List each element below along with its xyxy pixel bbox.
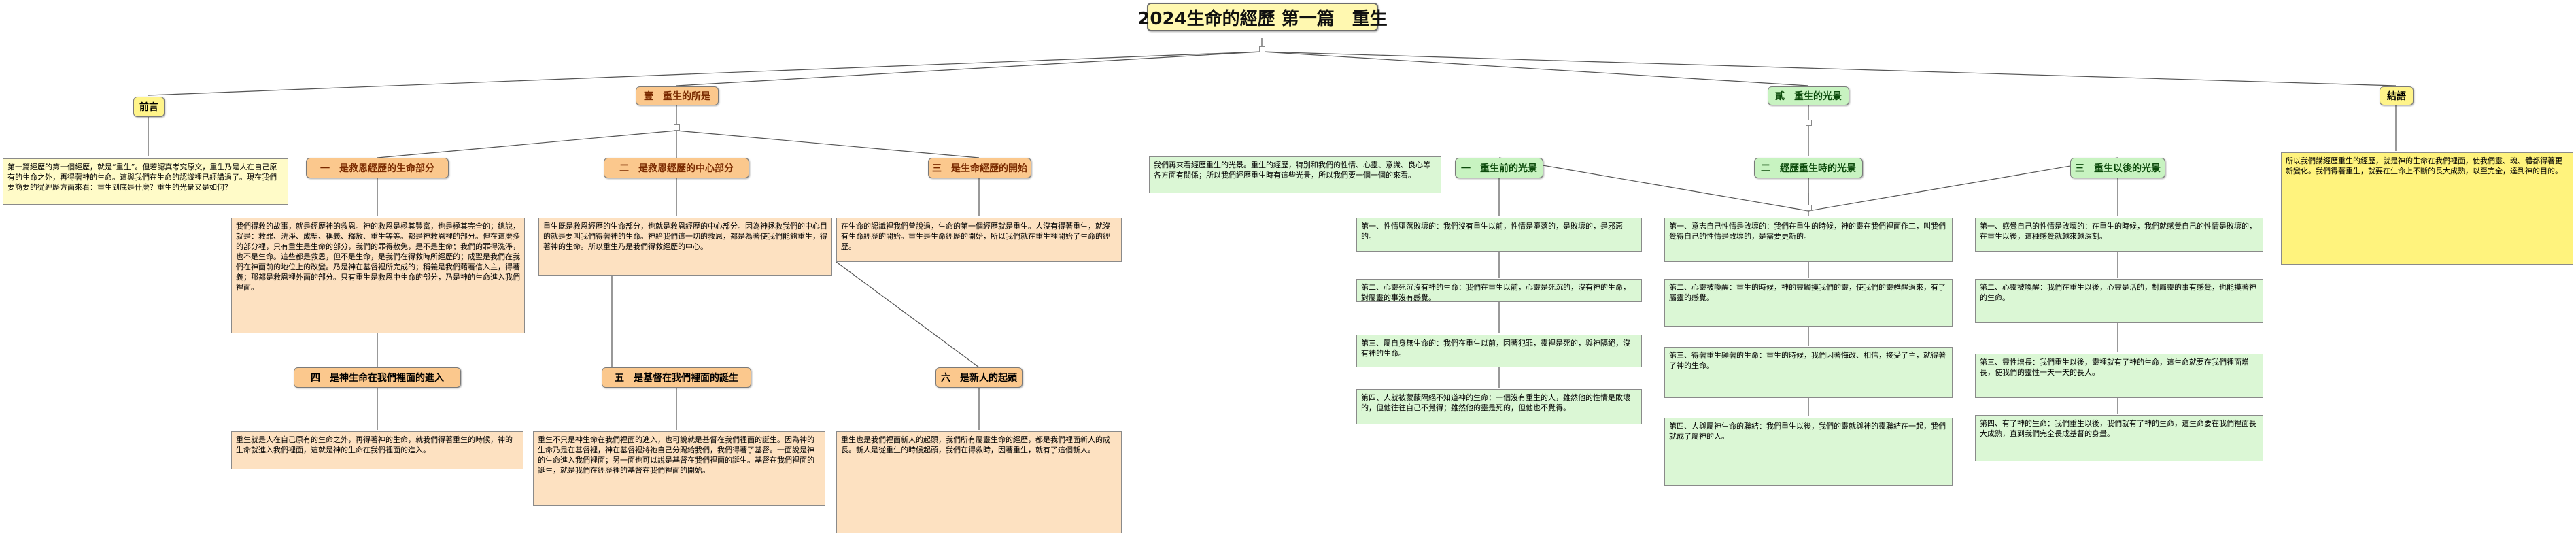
note-during-3: 第三、得著重生顯著的生命：重生的時候，我們因著悔改、相信，接受了主，就得著了神的… [1664, 347, 1953, 398]
topic-entry-of-god-life[interactable]: 四 是神生命在我們裡面的進入 [294, 367, 461, 388]
branch-scenes-of-regeneration[interactable]: 貳 重生的光景 [1768, 86, 1849, 105]
note-before-2: 第二、心靈死沉沒有神的生命：我們在重生以前，心靈是死沉的，沒有神的生命，對屬靈的… [1356, 279, 1642, 302]
note-birth-of-christ: 重生不只是神生命在我們裡面的進入，也可說就是基督在我們裡面的誕生。因為神的生命乃… [533, 431, 825, 506]
branch-epilogue[interactable]: 結語 [2380, 86, 2414, 105]
topic-center-of-salvation[interactable]: 二 是救恩經歷的中心部分 [604, 158, 749, 178]
epilogue-note: 所以我們講經歷重生的經歷，就是神的生命在我們裡面，使我們靈、魂、體都得著更新變化… [2281, 152, 2573, 265]
collapse-toggle-icon[interactable] [674, 124, 680, 131]
note-during-2: 第二、心靈被喚醒：重生的時候，神的靈觸摸我們的靈，使我們的靈甦醒過來，有了屬靈的… [1664, 279, 1953, 327]
note-second-intro: 我們再來看經歷重生的光景。重生的經歷，特別和我們的性情、心靈、意識、良心等各方面… [1149, 156, 1441, 193]
topic-life-part-of-salvation[interactable]: 一 是救恩經歷的生命部分 [306, 158, 449, 178]
note-before-1: 第一、性情墮落敗壞的：我們沒有重生以前，性情是墮落的，是敗壞的，是邪惡的。 [1356, 218, 1642, 252]
note-before-3: 第三、屬自身無生命的：我們在重生以前，因著犯罪，靈裡是死的，與神隔絕，沒有神的生… [1356, 335, 1642, 367]
collapse-toggle-icon[interactable] [1806, 120, 1812, 126]
note-during-4: 第四、人與屬神生命的聯結：我們重生以後，我們的靈就與神的靈聯結在一起，我們就成了… [1664, 418, 1953, 486]
note-life-part: 我們得救的故事，就是經歷神的救恩。神的救恩是極其豐富，也是極其完全的；總說，就是… [231, 218, 525, 333]
note-after-1: 第一、感覺自己的性情是敗壞的：在重生的時候，我們就感覺自己的性情是敗壞的，在重生… [1975, 218, 2263, 252]
topic-birth-of-christ[interactable]: 五 是基督在我們裡面的誕生 [602, 367, 751, 388]
collapse-toggle-icon[interactable] [1806, 205, 1812, 211]
note-before-4: 第四、人就被蒙蔽隔絕不知道神的生命：一個沒有重生的人，雖然他的性情是敗壞的，但他… [1356, 389, 1642, 424]
topic-during-regeneration[interactable]: 二 經歷重生時的光景 [1754, 158, 1863, 178]
note-after-3: 第三、靈性增長：我們重生以後，靈裡就有了神的生命，這生命就要在我們裡面增長，使我… [1975, 354, 2263, 398]
note-beginning-of-new-man: 重生也是我們裡面新人的起頭，我們所有屬靈生命的經歷，都是我們裡面新人的成長。新人… [836, 431, 1122, 533]
topic-after-regeneration[interactable]: 三 重生以後的光景 [2070, 158, 2165, 178]
root-topic[interactable]: 2024生命的經歷 第一篇 重生 [1137, 3, 1388, 31]
note-center-part: 重生既是救恩經歷的生命部分，也就是救恩經歷的中心部分。因為神拯救我們的中心目的就… [538, 218, 832, 276]
note-during-1: 第一、意志自己性情是敗壞的：我們在重生的時候，神的靈在我們裡面作工，叫我們覺得自… [1664, 218, 1953, 262]
preface-note: 第一篇經歷的第一個經歷，就是“重生”。但若認真考究原文，重生乃是人在自己原有的生… [3, 158, 288, 205]
collapse-toggle-icon[interactable] [1259, 46, 1265, 52]
note-entry-of-god-life: 重生就是人在自己原有的生命之外，再得著神的生命，就我們得著重生的時候，神的生命就… [231, 431, 523, 469]
note-start-of-life: 在生命的認識裡我們曾說過，生命的第一個經歷就是重生。人沒有得著重生，就沒有生命經… [836, 218, 1122, 262]
note-after-2: 第二、心靈被喚醒：我們在重生以後，心靈是活的，對屬靈的事有感覺，也能摸著神的生命… [1975, 279, 2263, 323]
branch-preface[interactable]: 前言 [133, 97, 165, 117]
topic-beginning-of-new-man[interactable]: 六 是新人的起頭 [935, 367, 1023, 388]
topic-start-of-life-experience[interactable]: 三 是生命經歷的開始 [928, 158, 1031, 178]
note-after-4: 第四、有了神的生命：我們重生以後，我們就有了神的生命，這生命要在我們裡面長大成熟… [1975, 415, 2263, 461]
topic-before-regeneration[interactable]: 一 重生前的光景 [1455, 158, 1543, 178]
branch-what-is-regeneration[interactable]: 壹 重生的所是 [636, 86, 719, 105]
